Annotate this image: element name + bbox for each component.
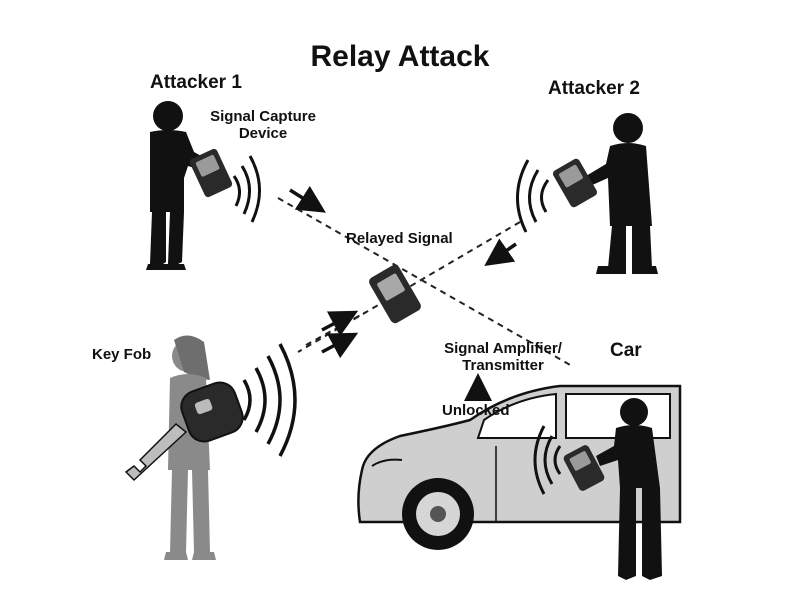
relay-device	[369, 264, 421, 324]
label-unlocked: Unlocked	[442, 402, 510, 419]
diagram-title: Relay Attack	[310, 40, 490, 73]
arrow-icon	[289, 185, 326, 213]
arrow-icon	[321, 332, 359, 359]
car	[357, 384, 682, 550]
signal-waves-icon	[232, 175, 241, 207]
key-fob	[124, 381, 244, 482]
car-attacker-figure	[596, 398, 662, 580]
label-signal-capture-device: Signal Capture Device	[188, 108, 338, 143]
label-capture-line2: Device	[238, 125, 288, 143]
signal-waves-icon	[242, 379, 252, 421]
person-icon	[620, 398, 648, 426]
label-attacker-1: Attacker 1	[150, 72, 242, 93]
attacker-1-figure	[146, 101, 212, 270]
attacker-1-signal-waves	[232, 155, 262, 223]
label-amplifier-line2: Transmitter	[462, 357, 544, 375]
capture-device	[189, 148, 233, 198]
arrow-icon	[321, 310, 359, 337]
label-attacker-2: Attacker 2	[548, 78, 640, 99]
direction-arrows	[289, 185, 517, 401]
label-car: Car	[610, 340, 642, 361]
keyfob-signal-waves	[242, 343, 297, 457]
label-signal-amplifier: Signal Amplifier/ Transmitter	[428, 340, 578, 375]
car-signal-waves	[533, 425, 562, 495]
key-blade-icon	[124, 422, 188, 482]
label-relayed-signal: Relayed Signal	[346, 230, 453, 247]
attacker-2-signal-waves	[516, 159, 550, 233]
attacker-2-figure	[586, 113, 658, 274]
key-fob-icon	[180, 381, 244, 443]
arrow-icon	[484, 238, 517, 266]
attacker-2-device	[552, 158, 598, 208]
label-key-fob: Key Fob	[92, 346, 152, 363]
person-icon	[153, 101, 183, 131]
dashed-line-attacker1-to-car	[277, 197, 573, 367]
label-amplifier-line1: Signal Amplifier/	[444, 340, 562, 357]
person-icon	[613, 113, 643, 143]
car-window	[476, 392, 557, 439]
signal-waves-icon	[540, 179, 550, 213]
signal-waves-icon	[553, 445, 562, 475]
car-attacker-device	[563, 445, 605, 491]
dashed-line-keyfob-to-relay	[305, 311, 367, 346]
keyfob-person-figure	[164, 335, 216, 560]
label-capture-line1: Signal Capture	[210, 108, 316, 125]
